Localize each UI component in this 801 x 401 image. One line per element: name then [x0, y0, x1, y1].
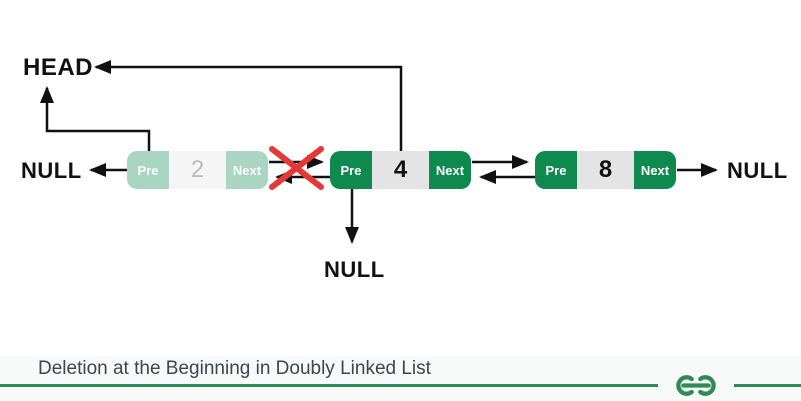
- brand-rule-left: [0, 384, 658, 387]
- node-8-value: 8: [577, 151, 634, 189]
- footer-band: [0, 356, 801, 401]
- delete-cross-icon: [269, 146, 324, 190]
- null-label-right: NULL: [727, 158, 788, 183]
- node-4: Pre 4 Next: [330, 151, 471, 189]
- node-8: Pre 8 Next: [535, 151, 676, 189]
- node-2-next-label: Next: [232, 162, 262, 178]
- null-label-bottom: NULL: [324, 257, 385, 282]
- node-2-pre-box: Pre: [127, 151, 169, 189]
- node-2-pre-label: Pre: [137, 162, 159, 178]
- node-4-pre-box: Pre: [330, 151, 372, 189]
- old-head-pointer-arrow: [40, 86, 151, 151]
- head-pointer-arrow: [94, 60, 403, 151]
- node-8-pre-box: Pre: [535, 151, 577, 189]
- geeksforgeeks-logo-icon: [676, 375, 716, 396]
- node-8-next-label: Next: [640, 162, 670, 178]
- node-4-pre-label: Pre: [340, 162, 362, 178]
- caption: Deletion at the Beginning in Doubly Link…: [38, 358, 431, 379]
- node-4-next-box: Next: [429, 151, 471, 189]
- node-4-value: 4: [372, 151, 429, 189]
- null-label-left: NULL: [21, 158, 82, 183]
- head-label: HEAD: [23, 54, 94, 81]
- node-4-next-label: Next: [435, 162, 465, 178]
- node-2-next-box: Next: [226, 151, 268, 189]
- node-2-value: 2: [169, 151, 226, 189]
- brand-rule-right: [734, 384, 801, 387]
- node-8-pre-label: Pre: [545, 162, 567, 178]
- node-2: Pre 2 Next: [127, 151, 268, 189]
- node-8-next-box: Next: [634, 151, 676, 189]
